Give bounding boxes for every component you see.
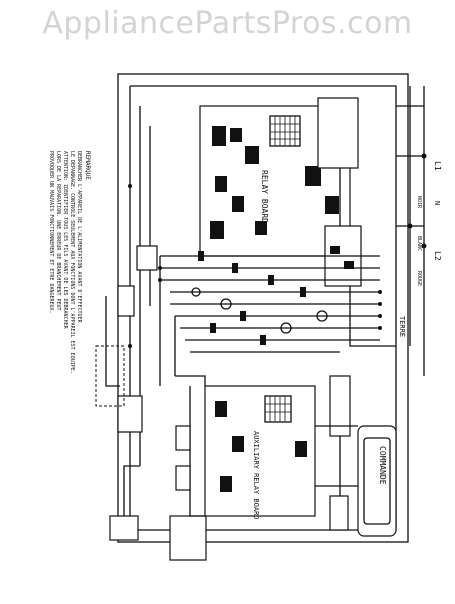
commande-control-module: COMMANDE	[315, 375, 397, 537]
label-rouge: ROUGE	[416, 271, 422, 286]
relay-board-title: RELAY BOARD	[260, 170, 269, 223]
remarque-notes: REMARQUE DEBRANCHER L'APPAREIL DE L'ALIM…	[48, 151, 91, 374]
note-line-3: ATTENTION: IDENTIFIER TOUS LES FILS AVAN…	[62, 151, 68, 330]
wiring-schematic: L1 L2 N NOIR BLANC ROUGE TERRE RELAY BOA…	[0, 46, 455, 600]
auxiliary-relay-board: AUXILIARY RELAY BOARD	[175, 375, 316, 520]
note-line-4: LORS DE LA REPARATION. UNE ERREUR DE BRA…	[55, 151, 61, 311]
watermark: AppliancePartsPros.com	[42, 6, 413, 41]
left-components	[95, 106, 207, 561]
connector-ticks	[128, 184, 382, 348]
label-l1: L1	[433, 161, 442, 171]
wiring-diagram-svg: L1 L2 N NOIR BLANC ROUGE TERRE RELAY BOA…	[48, 73, 442, 561]
label-terre: TERRE	[398, 316, 406, 337]
note-line-2: LE DEPANNAGE. CONTROLE SEULEMENT AUX FON…	[69, 151, 75, 374]
power-supply-lines: L1 L2 N NOIR BLANC ROUGE TERRE	[398, 86, 442, 376]
auxiliary-relay-board-title: AUXILIARY RELAY BOARD	[252, 431, 260, 520]
label-blanc: BLANC	[416, 236, 422, 251]
commande-label: COMMANDE	[378, 446, 387, 485]
label-noir: NOIR	[416, 196, 422, 209]
label-n: N	[433, 201, 441, 205]
note-line-1: DEBRANCHER L'APPAREIL DE L'ALIMENTATION …	[76, 151, 82, 324]
label-l2: L2	[433, 251, 442, 261]
middle-harness	[159, 251, 380, 386]
note-line-5: PROVOQUER UN MAUVAIS FONCTIONNEMENT ET E…	[48, 151, 54, 314]
remarque-heading: REMARQUE	[84, 151, 91, 180]
